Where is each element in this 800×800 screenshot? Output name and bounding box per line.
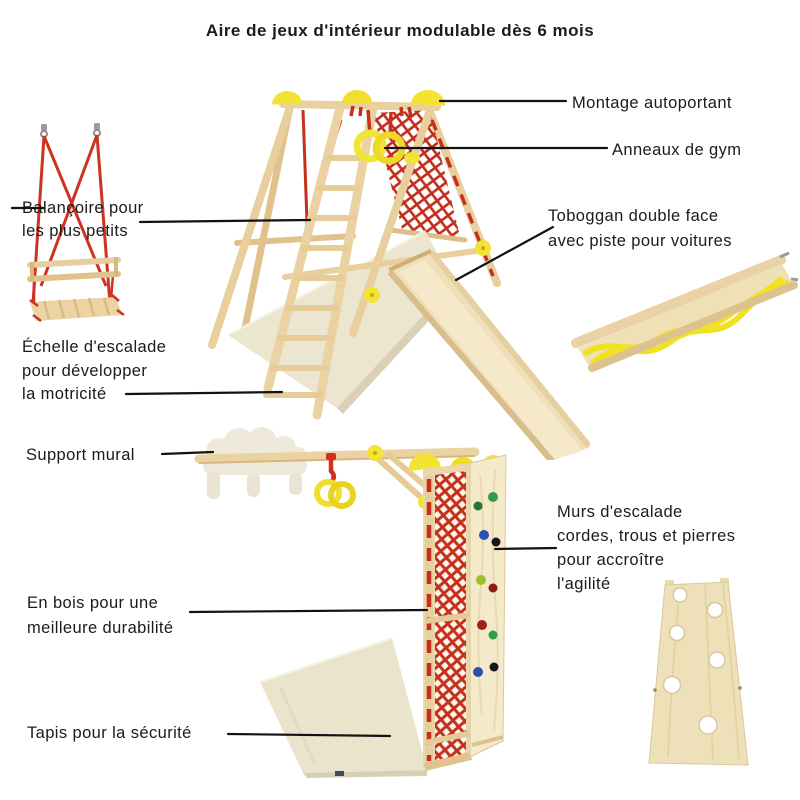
label-montage-autoportant: Montage autoportant [572,94,732,112]
label-toboggan: Toboggan double face avec piste pour voi… [548,207,732,250]
label-support-mural: Support mural [26,446,135,464]
slide-hooks-icon [779,251,798,282]
swing-hooks-icon [40,123,101,138]
floor-mat [260,638,427,778]
attached-slide [387,249,590,460]
label-murs-escalade: Murs d'escalade cordes, trous et pierres… [557,503,736,593]
label-en-bois: En bois pour une meilleure durabilité [27,594,174,637]
swing-illustration [27,123,125,322]
label-echelle: Échelle d'escalade pour développer la mo… [22,338,167,403]
base-bar [282,247,486,280]
slide-surface [578,264,792,368]
board-surface [648,581,749,766]
page-title: Aire de jeux d'intérieur modulable dès 6… [205,21,595,40]
climbing-frame-illustration [208,90,590,460]
yellow-plate-icon [404,152,420,164]
wall-beam [194,447,480,464]
climbing-holds-icon [473,492,501,677]
swing-seat [29,294,125,322]
rope-net-face [423,463,472,771]
grip-holes [662,587,726,735]
rope-net [373,110,460,237]
gym-rings-icon [314,453,356,509]
slide-front-rail [588,281,798,372]
mat-tag [335,771,344,776]
climbing-board-illustration [648,578,749,766]
label-tapis: Tapis pour la sécurité [27,724,192,742]
swing-back-frame [27,257,121,282]
wood-grain [667,583,740,761]
red-dashes [430,119,495,277]
climbing-holds-face [469,454,507,758]
left-crossbar [234,233,356,246]
red-hooks-icon [349,105,413,136]
cloud-shelf-icon [203,427,307,475]
yellow-caps-icon [272,90,445,106]
rear-left-leg [241,103,294,332]
label-anneaux-de-gym: Anneaux de gym [612,141,742,159]
shelf-brackets [207,471,302,499]
label-balancoire: Balançoire pour les plus petits [22,199,144,240]
front-left-leg [208,103,294,349]
top-bar [279,100,441,111]
wall-unit-illustration [194,427,507,778]
slide-back-rail [571,255,786,348]
slide-illustration [571,251,798,372]
